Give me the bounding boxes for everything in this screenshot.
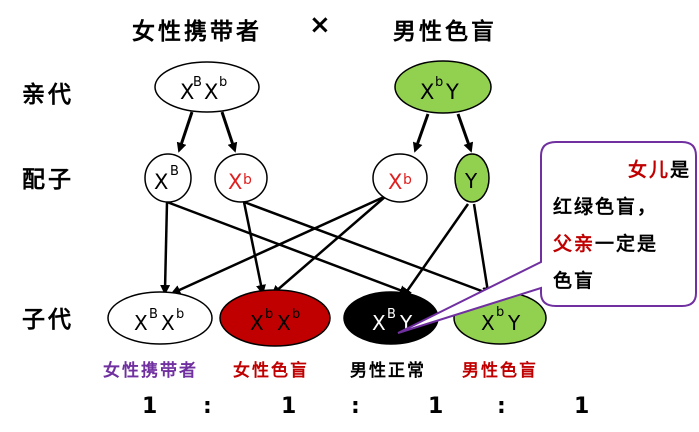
svg-text:B: B — [170, 164, 179, 179]
row-label-offspring: 子代 — [22, 307, 74, 333]
offspring-label-male-colorblind: 男性色盲 — [462, 361, 538, 381]
ratio-separator-3: : — [497, 394, 506, 419]
svg-text:X: X — [420, 80, 434, 104]
row-label-gametes: 配子 — [22, 167, 74, 193]
line-xb-to-female-colorblind — [242, 201, 266, 295]
svg-text:X: X — [204, 80, 218, 104]
callout-line4: 色盲 — [553, 270, 596, 292]
header-cross-symbol: × — [309, 10, 334, 40]
svg-text:X: X — [180, 80, 194, 104]
gamete-father-y-node: Y — [454, 153, 490, 203]
arrow-father-to-gamete-y — [456, 113, 474, 153]
offspring-label-female-colorblind: 女性色盲 — [233, 361, 309, 381]
svg-text:b: b — [435, 75, 443, 90]
callout-line2: 红绿色盲， — [553, 196, 659, 218]
row-label-parents: 亲代 — [22, 82, 74, 108]
gamete-mother-xB-node: X B — [144, 153, 192, 203]
svg-text:b: b — [176, 307, 184, 322]
offspring-label-male-normal: 男性正常 — [350, 361, 426, 381]
gamete-mother-xb-node: X b — [214, 153, 268, 203]
line-y-to-male-normal — [402, 203, 470, 299]
ratio-value-4: 1 — [574, 394, 590, 419]
offspring-label-female-carrier: 女性携带者 — [103, 361, 198, 381]
svg-text:b: b — [292, 307, 300, 322]
offspring-female-carrier-node: X B X b — [107, 291, 213, 345]
callout-text: 女儿是 红绿色盲， 父亲一定是 色盲 — [553, 152, 691, 300]
svg-text:X: X — [277, 311, 291, 335]
line-father-xb-to-female-carrier — [170, 194, 387, 295]
svg-text:Y: Y — [445, 80, 459, 104]
svg-text:X: X — [481, 311, 495, 335]
svg-text:X: X — [228, 170, 242, 194]
ratio-separator-2: : — [351, 394, 360, 419]
svg-text:b: b — [403, 172, 412, 188]
arrow-mother-to-gamete-xB — [176, 111, 194, 153]
arrow-mother-to-gamete-xb — [220, 111, 238, 153]
svg-text:X: X — [154, 170, 168, 194]
offspring-female-colorblind-node: X b X b — [219, 289, 331, 347]
line-y-to-male-colorblind — [472, 203, 493, 297]
line-xB-to-female-carrier — [160, 201, 171, 295]
svg-text:b: b — [496, 305, 504, 320]
svg-text:Y: Y — [464, 169, 478, 193]
line-father-xb-to-female-colorblind — [271, 195, 387, 296]
callout-daughter: 女儿 — [627, 159, 670, 181]
svg-text:B: B — [387, 307, 396, 322]
callout-bubble — [397, 141, 697, 334]
line-xb-to-male-colorblind — [243, 200, 500, 299]
svg-text:X: X — [388, 170, 402, 194]
svg-text:b: b — [243, 172, 252, 188]
gamete-father-xb-node: X b — [372, 153, 428, 203]
svg-text:X: X — [372, 311, 386, 335]
svg-text:B: B — [149, 307, 158, 322]
svg-text:X: X — [134, 311, 148, 335]
callout-father: 父亲 — [553, 233, 596, 255]
ratio-value-1: 1 — [142, 394, 158, 419]
svg-text:Y: Y — [507, 311, 521, 335]
arrow-father-to-gamete-xb — [412, 113, 430, 153]
svg-text:B: B — [193, 75, 202, 90]
svg-text:b: b — [265, 307, 273, 322]
line-xB-to-male-normal — [166, 200, 410, 295]
svg-text:X: X — [161, 311, 175, 335]
ratio-separator-1: : — [203, 394, 212, 419]
offspring-male-normal-node: X B Y — [343, 291, 439, 345]
svg-text:X: X — [250, 311, 264, 335]
ratio-value-2: 1 — [281, 394, 297, 419]
parent-mother-node: X B X b — [154, 61, 260, 113]
svg-text:b: b — [219, 75, 227, 90]
header-mother: 女性携带者 — [132, 19, 262, 45]
parent-father-node: X b Y — [394, 60, 492, 114]
ratio-value-3: 1 — [428, 394, 444, 419]
header-father: 男性色盲 — [393, 19, 497, 45]
